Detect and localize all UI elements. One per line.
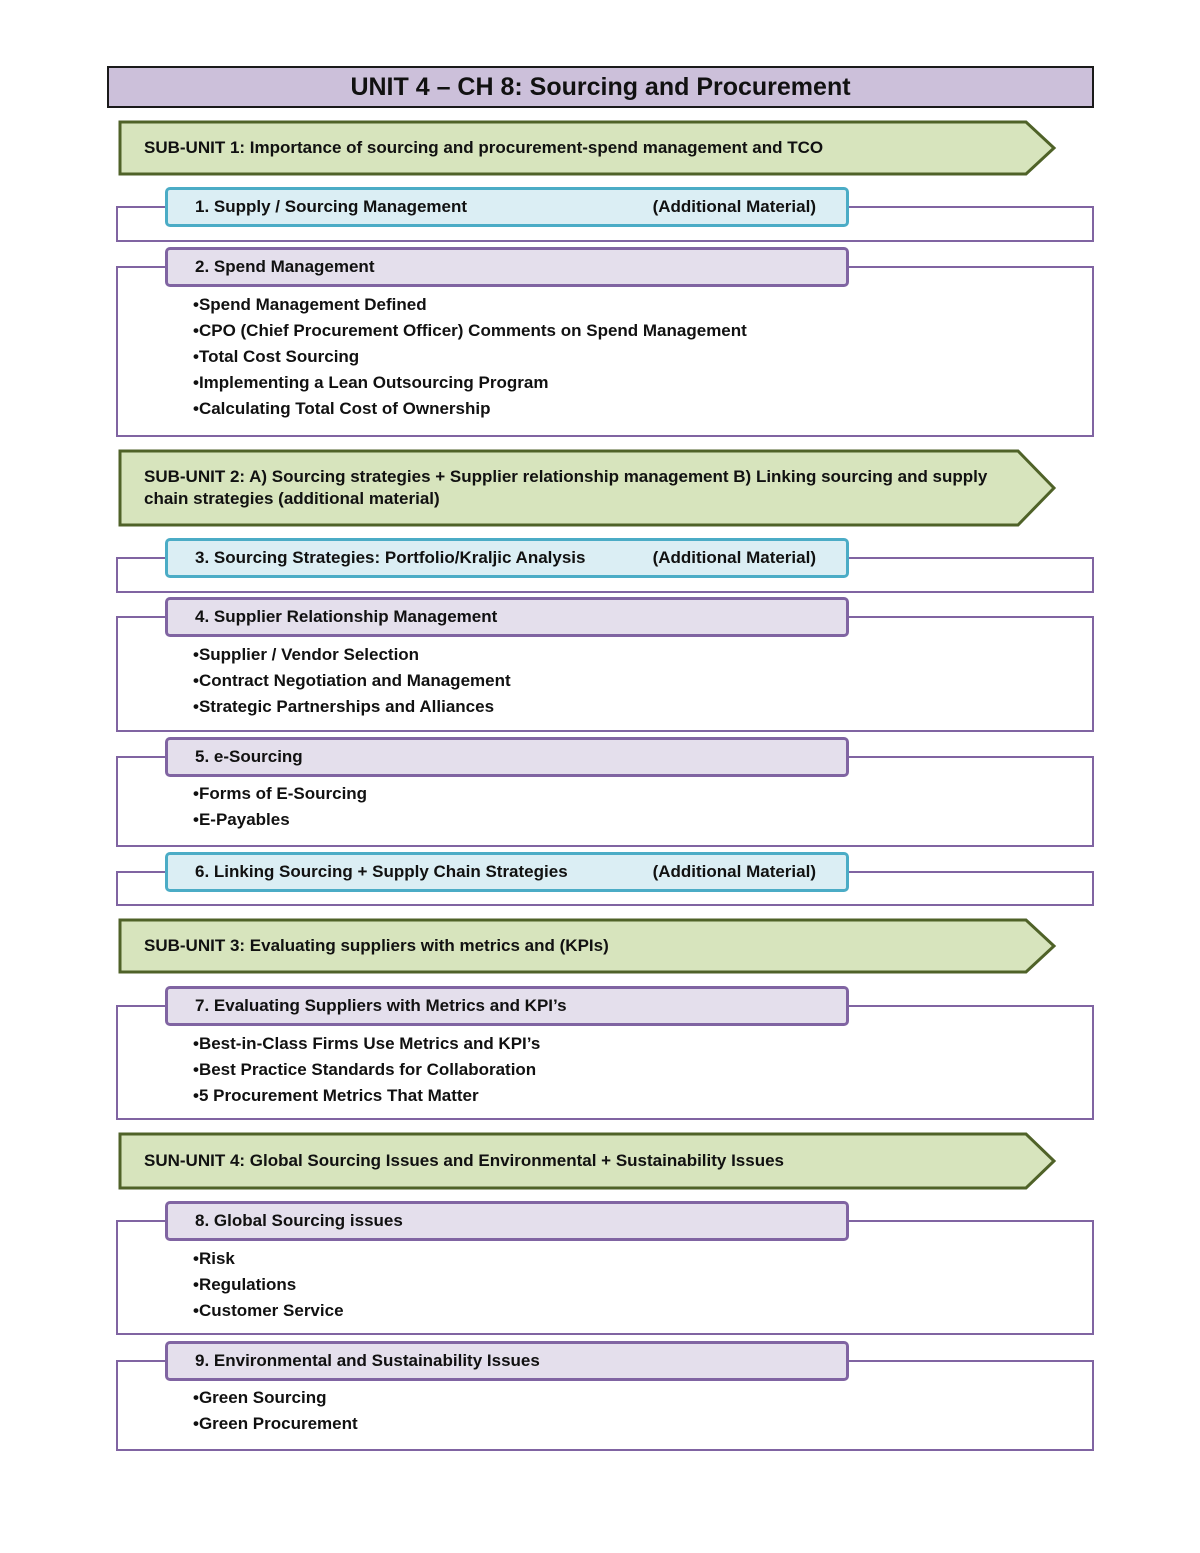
- section-title: 4. Supplier Relationship Management: [195, 607, 498, 626]
- section-title: 2. Spend Management: [195, 257, 375, 276]
- bullet-list-4: •Supplier / Vendor Selection •Contract N…: [193, 642, 893, 720]
- section-header-3: 3. Sourcing Strategies: Portfolio/Kralji…: [165, 538, 849, 578]
- section-title: 1. Supply / Sourcing Management: [195, 197, 468, 216]
- additional-material-note: (Additional Material): [652, 862, 816, 881]
- section-title: 7. Evaluating Suppliers with Metrics and…: [195, 996, 567, 1015]
- bullet-item: •Supplier / Vendor Selection: [193, 645, 420, 664]
- section-header-2: 2. Spend Management: [165, 247, 849, 287]
- section-header-6: 6. Linking Sourcing + Supply Chain Strat…: [165, 852, 849, 892]
- section-title: 3. Sourcing Strategies: Portfolio/Kralji…: [195, 548, 586, 567]
- subunit-title: SUB-UNIT 3: Evaluating suppliers with me…: [144, 936, 609, 955]
- subunit-arrow-shape: [118, 918, 1057, 974]
- bullet-item: •CPO (Chief Procurement Officer) Comment…: [193, 321, 747, 340]
- bullet-item: •Risk: [193, 1249, 235, 1268]
- section-header-7: 7. Evaluating Suppliers with Metrics and…: [165, 986, 849, 1026]
- bullet-item: •Calculating Total Cost of Ownership: [193, 399, 491, 418]
- bullet-item: •Best-in-Class Firms Use Metrics and KPI…: [193, 1034, 541, 1053]
- additional-material-note: (Additional Material): [652, 548, 816, 567]
- section-header-4: 4. Supplier Relationship Management: [165, 597, 849, 637]
- subunit-title: SUB-UNIT 2: A) Sourcing strategies + Sup…: [144, 467, 988, 508]
- subunit-banner-4: SUN-UNIT 4: Global Sourcing Issues and E…: [118, 1132, 1058, 1190]
- bullet-item: •Customer Service: [193, 1301, 344, 1320]
- section-title: 5. e-Sourcing: [195, 747, 303, 766]
- bullet-list-7: •Best-in-Class Firms Use Metrics and KPI…: [193, 1031, 893, 1109]
- section-header-1: 1. Supply / Sourcing Management (Additio…: [165, 187, 849, 227]
- bullet-list-8: •Risk •Regulations •Customer Service: [193, 1246, 893, 1324]
- subunit-banner-2: SUB-UNIT 2: A) Sourcing strategies + Sup…: [118, 449, 1058, 527]
- bullet-item: •E-Payables: [193, 810, 290, 829]
- bullet-item: •Contract Negotiation and Management: [193, 671, 511, 690]
- bullet-list-9: •Green Sourcing •Green Procurement: [193, 1385, 893, 1437]
- section-title: 8. Global Sourcing issues: [195, 1211, 403, 1230]
- subunit-banner-1: SUB-UNIT 1: Importance of sourcing and p…: [118, 120, 1058, 176]
- page-title: UNIT 4 – CH 8: Sourcing and Procurement: [107, 66, 1094, 108]
- bullet-list-2: •Spend Management Defined •CPO (Chief Pr…: [193, 292, 893, 422]
- subunit-title: SUN-UNIT 4: Global Sourcing Issues and E…: [144, 1151, 785, 1170]
- bullet-item: •Green Sourcing: [193, 1388, 327, 1407]
- subunit-banner-3: SUB-UNIT 3: Evaluating suppliers with me…: [118, 918, 1058, 974]
- subunit-title: SUB-UNIT 1: Importance of sourcing and p…: [144, 138, 824, 157]
- subunit-arrow-shape: [118, 1132, 1057, 1190]
- bullet-item: •Regulations: [193, 1275, 297, 1294]
- section-header-9: 9. Environmental and Sustainability Issu…: [165, 1341, 849, 1381]
- bullet-item: •Spend Management Defined: [193, 295, 427, 314]
- bullet-item: •5 Procurement Metrics That Matter: [193, 1086, 479, 1105]
- subunit-arrow-shape: [118, 449, 1057, 527]
- additional-material-note: (Additional Material): [652, 197, 816, 216]
- bullet-item: •Implementing a Lean Outsourcing Program: [193, 373, 549, 392]
- section-title: 9. Environmental and Sustainability Issu…: [195, 1351, 540, 1370]
- bullet-item: •Strategic Partnerships and Alliances: [193, 697, 495, 716]
- bullet-item: •Best Practice Standards for Collaborati…: [193, 1060, 537, 1079]
- bullet-item: •Forms of E-Sourcing: [193, 784, 368, 803]
- section-header-8: 8. Global Sourcing issues: [165, 1201, 849, 1241]
- section-header-5: 5. e-Sourcing: [165, 737, 849, 777]
- bullet-list-5: •Forms of E-Sourcing •E-Payables: [193, 781, 893, 833]
- subunit-arrow-shape: [118, 120, 1057, 176]
- bullet-item: •Total Cost Sourcing: [193, 347, 360, 366]
- bullet-item: •Green Procurement: [193, 1414, 358, 1433]
- section-title: 6. Linking Sourcing + Supply Chain Strat…: [195, 862, 568, 881]
